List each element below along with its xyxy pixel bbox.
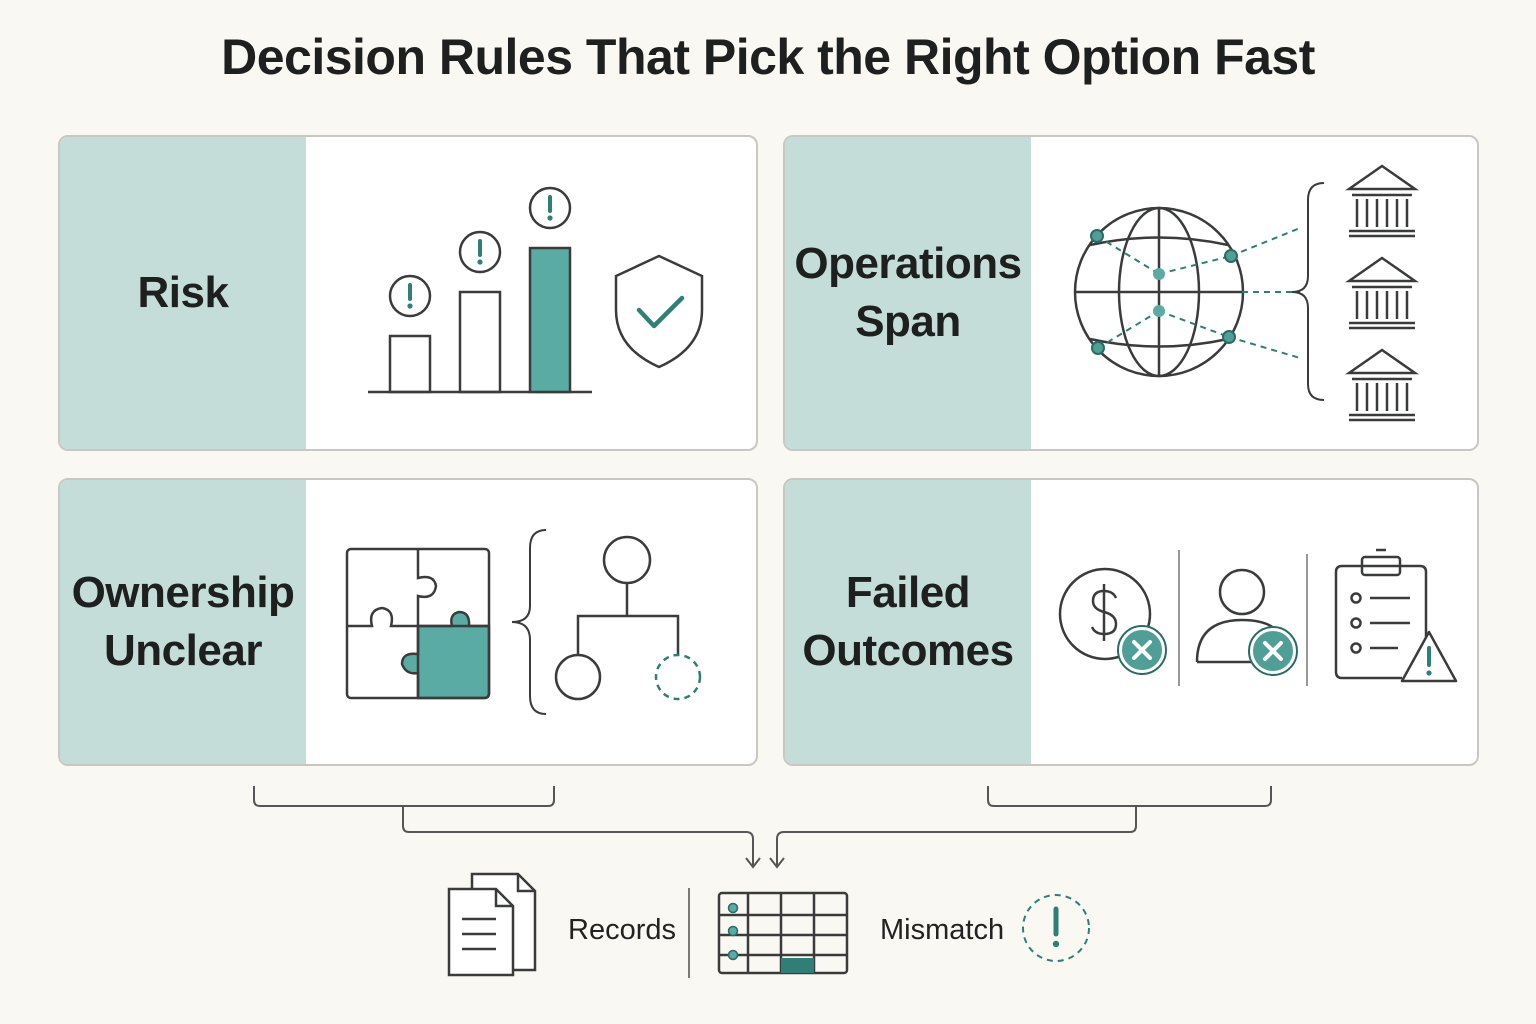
bank-icon: [1345, 164, 1419, 422]
warning-dashed-icon: [1022, 894, 1090, 962]
operations-illustration: [1073, 164, 1419, 422]
card-label-risk: Risk: [60, 137, 306, 449]
documents-icon: [447, 872, 537, 977]
card-label-line: Operations: [794, 238, 1022, 288]
records-label: Records: [568, 914, 676, 946]
table-icon: [717, 891, 849, 975]
card-label-failed-outcomes: Failed Outcomes: [785, 480, 1031, 764]
user-x-icon: [1195, 568, 1298, 676]
risk-illustration: [368, 186, 704, 394]
warning-circle-icon: [388, 186, 572, 318]
card-label-line: Risk: [137, 267, 229, 317]
card-label-line: Ownership: [71, 567, 295, 617]
card-label-line: Failed: [845, 567, 971, 617]
clipboard-warning-icon: [1334, 548, 1458, 683]
card-label-line: Span: [855, 297, 961, 346]
card-ownership-unclear: Ownership Unclear: [58, 478, 758, 766]
puzzle-icon: [345, 547, 491, 700]
mismatch-label: Mismatch: [880, 914, 1005, 946]
org-chart-icon: [554, 535, 702, 701]
dollar-x-icon: [1058, 567, 1167, 675]
card-operations-span: Operations Span: [783, 135, 1479, 451]
card-label-ownership-unclear: Ownership Unclear: [60, 480, 306, 764]
shield-check-icon: [614, 254, 704, 369]
globe-network-icon: [1073, 206, 1301, 378]
card-label-line: Unclear: [104, 626, 262, 675]
card-label-operations-span: Operations Span: [785, 137, 1031, 449]
card-failed-outcomes: Failed Outcomes: [783, 478, 1479, 766]
card-risk: Risk: [58, 135, 758, 451]
bar-chart-icon: [368, 246, 592, 394]
page-title: Decision Rules That Pick the Right Optio…: [221, 29, 1315, 85]
failed-outcomes-illustration: [1058, 548, 1458, 686]
card-label-line: Outcomes: [802, 626, 1014, 675]
ownership-illustration: [345, 529, 702, 715]
